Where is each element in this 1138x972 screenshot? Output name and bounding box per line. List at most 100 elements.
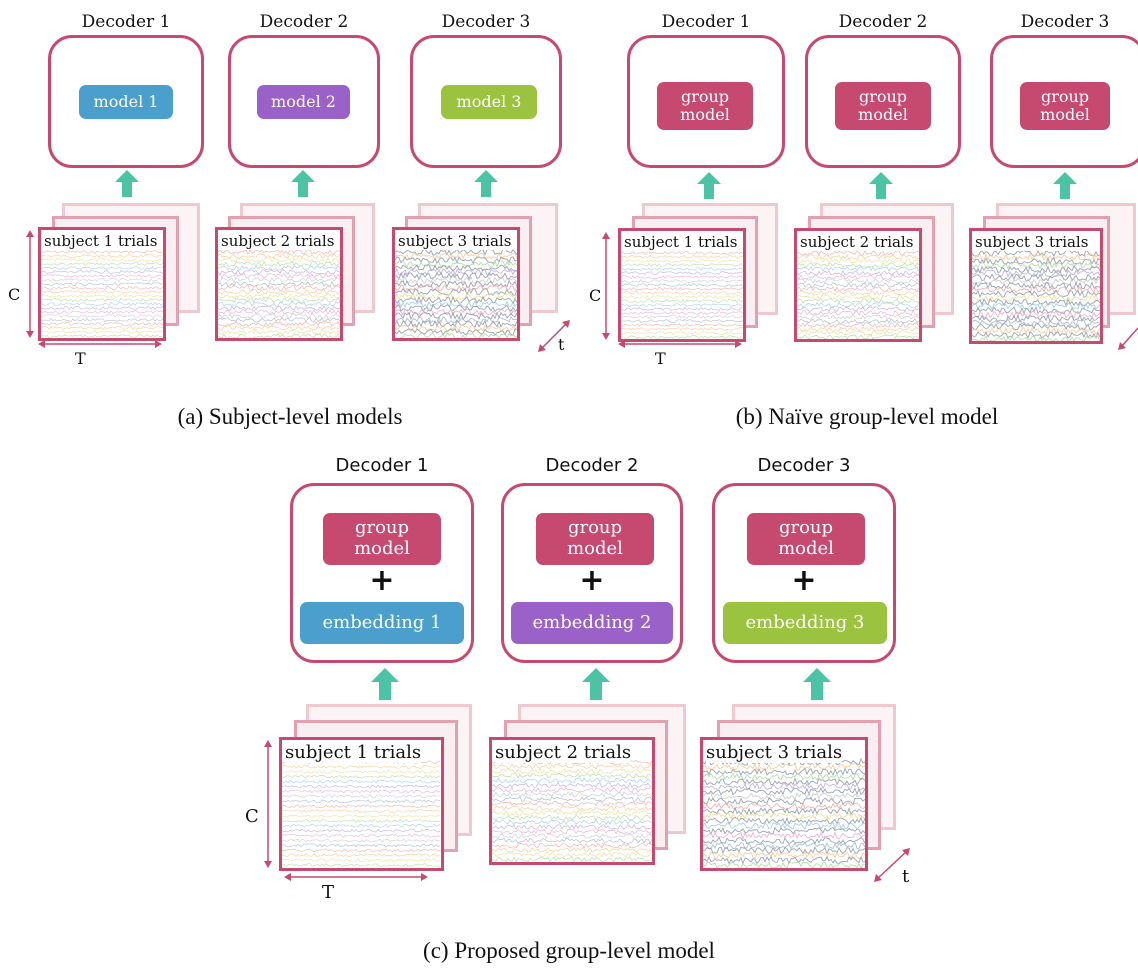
group-model-line1: group [680,86,730,106]
eeg-trace [218,317,340,323]
eeg-trace [41,294,163,298]
eeg-trace [41,317,163,322]
eeg-trace [621,255,743,259]
eeg-trace [703,850,865,860]
eeg-trace [972,249,1100,258]
group-model-line1: group [567,517,623,539]
arrow-up-icon [1053,172,1077,199]
eeg-trace [395,248,517,256]
eeg-trace [218,257,340,264]
subject-2-trials-sheet: subject 2 trials [489,737,655,865]
eeg-trace [282,838,441,843]
eeg-trace [621,259,743,263]
subject-2-trials-sheet: subject 2 trials [215,227,343,341]
group-model-line2: model [680,105,730,124]
eeg-trace [703,782,865,791]
eeg-trace [621,267,743,271]
time-axis-label: T [655,349,666,368]
eeg-trace [282,863,441,867]
eeg-trace [395,295,517,305]
eeg-traces [282,760,441,867]
eeg-trace [972,313,1100,323]
eeg-trace [282,804,441,809]
eeg-traces [218,248,340,338]
eeg-trace [492,796,652,802]
eeg-trace [703,841,865,850]
decoder-2-box: model 2 [228,35,380,168]
eeg-trace [492,851,652,858]
trial-axis-arrow [874,848,910,882]
eeg-trace [41,334,163,338]
channel-axis-label: C [589,286,602,305]
eeg-trace [395,292,517,301]
eeg-trace [218,329,340,335]
eeg-trace [972,330,1100,340]
eeg-trace [621,294,743,300]
group-model-line2: model [567,538,623,559]
group-model-chip: group model [323,513,441,565]
eeg-trace [282,794,441,799]
eeg-trace [395,280,517,289]
decoder-1-title: Decoder 1 [335,455,429,476]
subject-1-trials-sheet: subject 1 trials [618,228,746,342]
eeg-trace [621,303,743,307]
model-2-chip: model 2 [257,85,350,119]
trial-axis-label: t [558,335,565,354]
eeg-traces [703,757,865,868]
eeg-trace [703,831,865,841]
decoder-1-box: group model [627,35,785,168]
eeg-trace [703,791,865,801]
eeg-trace [797,330,919,336]
eeg-trace [218,280,340,287]
eeg-trace [703,787,865,796]
decoder-1-title: Decoder 1 [661,12,751,32]
eeg-trace [282,789,441,794]
eeg-trace [218,305,340,311]
decoder-2-title: Decoder 2 [545,455,639,476]
group-model-chip: group model [657,82,753,130]
eeg-trace [492,782,652,789]
subject-2-trials-sheet: subject 2 trials [794,228,922,342]
eeg-trace [395,264,517,272]
eeg-trace [703,806,865,816]
eeg-trace [703,846,865,855]
eeg-trace [797,262,919,268]
eeg-trace [621,327,743,332]
embedding-2-chip: embedding 2 [511,602,673,644]
eeg-trace [703,801,865,811]
eeg-trace [282,769,441,774]
group-model-line2: model [778,538,834,559]
eeg-trace [218,289,340,296]
subject-3-trials-label: subject 3 trials [706,742,843,763]
eeg-traces [41,250,163,338]
eeg-trace [972,310,1100,319]
eeg-trace [492,814,652,821]
eeg-trace [492,847,652,854]
eeg-trace [972,297,1100,307]
decoder-3-title: Decoder 3 [1020,12,1110,32]
decoder-3-box: group model + embedding 3 [712,483,896,663]
eeg-trace [621,283,743,287]
eeg-trace [797,298,919,304]
time-axis-label: T [75,349,86,368]
eeg-trace [218,284,340,291]
eeg-trace [797,249,919,257]
eeg-trace [797,334,919,339]
eeg-trace [972,273,1100,282]
eeg-trace [218,301,340,307]
eeg-trace [621,315,743,320]
eeg-trace [395,311,517,321]
group-model-chip: group model [835,82,931,130]
plus-icon: + [791,563,817,598]
eeg-trace [797,318,919,324]
eeg-trace [621,319,743,323]
subject-1-trials-label: subject 1 trials [624,233,738,251]
channel-axis-label: C [8,285,21,304]
eeg-trace [41,302,163,307]
trial-axis-arrow [538,320,570,352]
eeg-trace [492,819,652,826]
eeg-trace [282,848,441,853]
group-model-line1: group [1040,86,1090,106]
eeg-trace [492,856,652,862]
decoder-3-title: Decoder 3 [441,12,531,32]
